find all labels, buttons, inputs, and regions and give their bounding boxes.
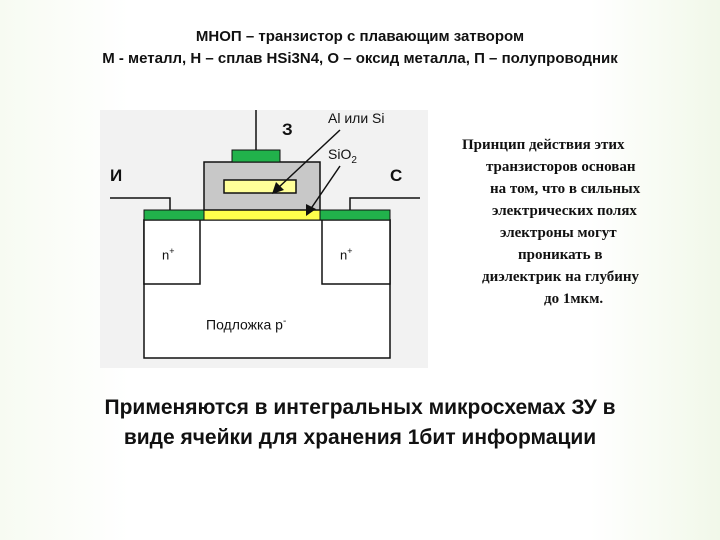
- oxide-label-subscript: 2: [351, 154, 357, 166]
- slide-title: МНОП – транзистор с плавающим затвором: [195, 28, 525, 45]
- transistor-diagram: З И С Al или Si SiO2 n+ n+ Подложка p-: [100, 110, 428, 368]
- drain-wire: [349, 197, 420, 210]
- n-left-text: n: [162, 247, 170, 263]
- n-plus-left-label: n+: [162, 246, 175, 262]
- metal-arrow-line: [277, 129, 341, 189]
- explanation-line: электрических полях: [492, 203, 637, 219]
- gate-contact: [231, 149, 281, 163]
- explanation-text: Принцип действия этих транзисторов основ…: [462, 134, 688, 310]
- substrate-label: Подложка p-: [206, 316, 286, 333]
- oxide-label: SiO2: [328, 146, 357, 166]
- explanation-line: на том, что в сильных: [490, 181, 641, 197]
- drain-label: С: [390, 166, 403, 185]
- explanation-line: транзисторов основан: [486, 159, 636, 175]
- n-left-sup: +: [169, 246, 175, 256]
- oxide-label-text: SiO: [328, 146, 352, 162]
- n-plus-right-label: n+: [340, 246, 353, 262]
- conclusion-line-1: Применяются в интегральных микросхемах З…: [104, 396, 616, 419]
- drain-contact: [319, 209, 391, 221]
- oxide-arrow-head: [306, 204, 316, 216]
- n-region-right: [321, 219, 391, 285]
- n-right-text: n: [340, 247, 348, 263]
- n-right-sup: +: [347, 246, 353, 256]
- metal-arrow-head: [272, 182, 284, 194]
- slide-subtitle: М - металл, Н – сплав HSi3N4, О – оксид …: [102, 50, 618, 67]
- substrate-text: Подложка p: [206, 316, 283, 333]
- explanation-line: проникать в: [518, 247, 603, 263]
- substrate-sup: -: [282, 316, 287, 327]
- explanation-line: Принцип действия этих: [462, 137, 625, 153]
- source-label: И: [110, 166, 123, 185]
- oxide-arrow-line: [309, 165, 341, 211]
- explanation-line: диэлектрик на глубину: [482, 269, 640, 285]
- metal-label: Al или Si: [328, 110, 385, 126]
- nitride-layer: [203, 209, 321, 221]
- source-contact: [143, 209, 205, 221]
- explanation-line: до 1мкм.: [544, 291, 604, 307]
- explanation-line: электроны могут: [500, 225, 617, 241]
- gate-label: З: [282, 120, 293, 139]
- conclusion-line-2: виде ячейки для хранения 1бит информации: [123, 426, 597, 449]
- source-wire: [110, 197, 171, 210]
- transistor-cross-section: [100, 110, 428, 368]
